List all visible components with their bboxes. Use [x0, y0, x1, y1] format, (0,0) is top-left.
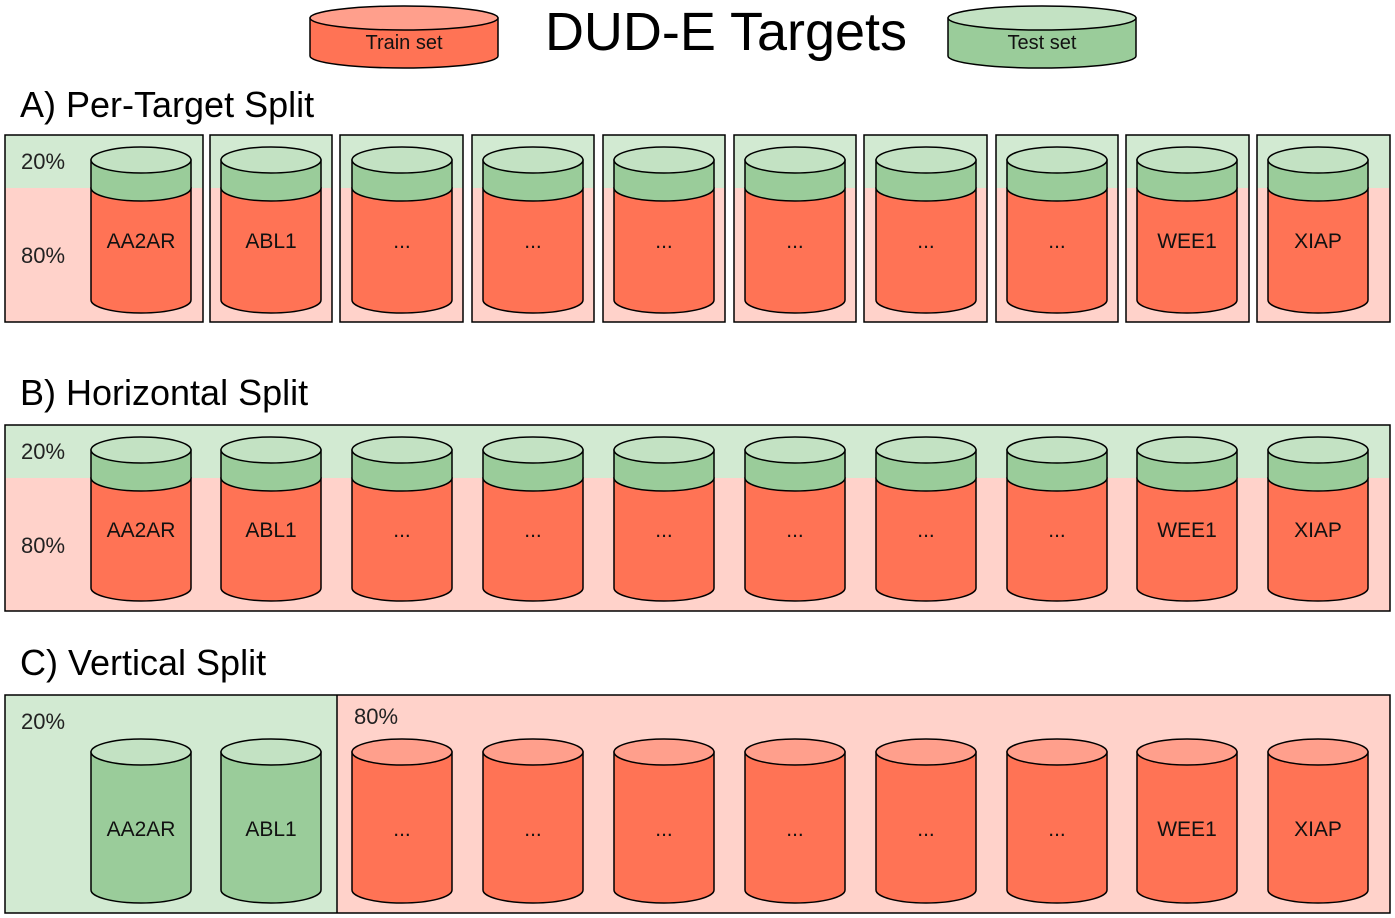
legend-train-label: Train set	[365, 32, 443, 54]
horizontal-cylinder-label: ...	[524, 519, 542, 542]
horizontal-cylinders: AA2AR ABL1.................. WEE1 XIAP	[90, 436, 1369, 602]
horizontal-cylinder-label: AA2AR	[107, 519, 176, 542]
per-target-cylinder	[1267, 146, 1369, 314]
vertical-train-cylinder	[613, 738, 715, 904]
section-vertical-title: C) Vertical Split	[20, 642, 266, 683]
per-target-test-pct: 20%	[21, 149, 65, 174]
horizontal-cylinder	[1136, 436, 1238, 602]
section-horizontal-split: B) Horizontal Split 20% 80% AA2AR ABL1...…	[4, 372, 1391, 612]
section-horizontal-title: B) Horizontal Split	[20, 372, 308, 413]
vertical-train-cylinder	[351, 738, 453, 904]
vertical-cylinder-label: ...	[1048, 818, 1066, 841]
section-per-target-split: A) Per-Target Split 20% 80% AA2AR ABL1...…	[4, 84, 1391, 323]
vertical-test-cylinder	[220, 738, 322, 904]
vertical-train-pct: 80%	[354, 704, 398, 729]
per-target-cylinder-label: AA2AR	[107, 230, 176, 253]
section-vertical-split: C) Vertical Split 20% 80% AA2AR ABL1.....…	[4, 642, 1391, 914]
per-target-cylinder	[90, 146, 192, 314]
horizontal-test-pct: 20%	[21, 439, 65, 464]
vertical-train-cylinder	[875, 738, 977, 904]
legend-test-label: Test set	[1008, 32, 1077, 54]
per-target-cylinder-label: ...	[786, 230, 804, 253]
horizontal-cylinder-label: XIAP	[1294, 519, 1342, 542]
vertical-train-cylinder	[1267, 738, 1369, 904]
per-target-cylinder-label: ...	[393, 230, 411, 253]
vertical-cylinder-label: ...	[524, 818, 542, 841]
legend-test-cylinder	[947, 5, 1137, 69]
per-target-cylinder	[744, 146, 846, 314]
horizontal-cylinder	[90, 436, 192, 602]
horizontal-cylinder	[613, 436, 715, 602]
per-target-cylinder	[482, 146, 584, 314]
horizontal-cylinder-label: ...	[1048, 519, 1066, 542]
horizontal-cylinder-label: ...	[655, 519, 673, 542]
horizontal-cylinder-label: ...	[393, 519, 411, 542]
per-target-cylinder-label: ...	[1048, 230, 1066, 253]
horizontal-cylinder-label: WEE1	[1157, 519, 1217, 542]
horizontal-cylinder	[351, 436, 453, 602]
per-target-cylinder	[613, 146, 715, 314]
train-set-cylinder-icon	[309, 5, 499, 69]
per-target-cylinder	[1136, 146, 1238, 314]
vertical-cylinder-label: ABL1	[245, 818, 296, 841]
per-target-cylinder-label: ...	[524, 230, 542, 253]
horizontal-cylinder	[482, 436, 584, 602]
vertical-cylinder-label: ...	[786, 818, 804, 841]
per-target-cylinder	[875, 146, 977, 314]
horizontal-frame	[4, 424, 1391, 612]
section-per-target-title: A) Per-Target Split	[20, 84, 314, 125]
test-set-cylinder-icon	[947, 5, 1137, 69]
per-target-cylinder-label: ...	[917, 230, 935, 253]
per-target-cylinder-label: ...	[655, 230, 673, 253]
vertical-cylinder-label: ...	[655, 818, 673, 841]
vertical-train-cylinder	[744, 738, 846, 904]
horizontal-cylinder-label: ABL1	[245, 519, 296, 542]
per-target-cylinder	[220, 146, 322, 314]
horizontal-cylinder	[875, 436, 977, 602]
horizontal-train-pct: 80%	[21, 533, 65, 558]
vertical-train-cylinder	[1006, 738, 1108, 904]
vertical-cylinder-label: ...	[393, 818, 411, 841]
vertical-train-cylinder	[482, 738, 584, 904]
per-target-cylinder-label: ABL1	[245, 230, 296, 253]
vertical-cylinder-label: WEE1	[1157, 818, 1217, 841]
legend-train-cylinder	[309, 5, 499, 69]
horizontal-cylinder	[220, 436, 322, 602]
vertical-test-pct: 20%	[21, 709, 65, 734]
per-target-cylinder-label: WEE1	[1157, 230, 1217, 253]
per-target-train-pct: 80%	[21, 243, 65, 268]
per-target-cylinder	[1006, 146, 1108, 314]
vertical-frame	[4, 694, 1391, 914]
header: Train set DUD-E Targets Test set	[309, 2, 1137, 69]
horizontal-cylinder	[1267, 436, 1369, 602]
vertical-cylinder-label: AA2AR	[107, 818, 176, 841]
per-target-cylinder	[351, 146, 453, 314]
horizontal-cylinder-label: ...	[917, 519, 935, 542]
vertical-train-cylinder	[1136, 738, 1238, 904]
per-target-cylinders: AA2AR ABL1.................. WEE1 XIAP	[90, 146, 1369, 314]
per-target-cylinder-label: XIAP	[1294, 230, 1342, 253]
horizontal-cylinder-label: ...	[786, 519, 804, 542]
vertical-cylinders: AA2AR ABL1.................. WEE1 XIAP	[90, 738, 1369, 904]
diagram-title: DUD-E Targets	[545, 2, 907, 62]
vertical-cylinder-label: XIAP	[1294, 818, 1342, 841]
legend-test: Test set	[947, 5, 1137, 69]
horizontal-cylinder	[744, 436, 846, 602]
legend-train: Train set	[309, 5, 499, 69]
horizontal-cylinder	[1006, 436, 1108, 602]
vertical-test-cylinder	[90, 738, 192, 904]
vertical-cylinder-label: ...	[917, 818, 935, 841]
